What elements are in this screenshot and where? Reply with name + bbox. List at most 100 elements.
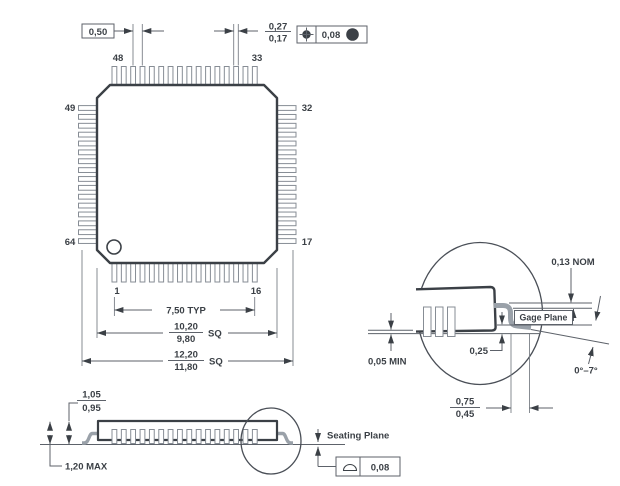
flatness-tolerance-frame: 0,08 [335, 456, 401, 477]
flatness-tolerance-value: 0,08 [371, 463, 390, 474]
overall-size-max: 12,20 [174, 350, 198, 361]
pin [78, 176, 99, 182]
pin [78, 193, 99, 200]
pin [214, 429, 221, 444]
pin [111, 66, 118, 87]
gage-plane-label: Gage Plane [520, 313, 568, 323]
pin [205, 66, 211, 87]
pin [276, 229, 297, 236]
pin [167, 262, 174, 283]
pin [78, 140, 99, 147]
pin [276, 167, 297, 173]
pin [78, 113, 99, 120]
pin [233, 429, 239, 444]
pin-label-1: 1 [114, 286, 120, 297]
body-thickness-min: 0,95 [82, 403, 101, 414]
pin [78, 149, 99, 156]
left-pins [78, 105, 99, 244]
pin [130, 429, 137, 444]
package-side-view [40, 407, 345, 475]
pin [78, 158, 99, 165]
pin1-indicator [106, 239, 122, 255]
pitch-dim-value: 0,50 [89, 27, 108, 38]
standoff-dim: 0,05 MIN [368, 357, 407, 368]
side-lead-bars [111, 429, 258, 444]
pin [78, 167, 99, 173]
pin [242, 429, 249, 444]
gage-plane-box [514, 310, 573, 325]
pin [276, 149, 297, 156]
overall-size-min: 11,80 [174, 362, 197, 373]
pin [276, 202, 297, 209]
pin [148, 66, 155, 87]
overall-height-dim: 1,20 MAX [65, 462, 108, 473]
pin [158, 429, 165, 444]
seating-plane-label: Seating Plane [327, 431, 389, 442]
foot-length-max: 0,75 [456, 397, 475, 408]
pin [276, 176, 297, 182]
pin [276, 105, 297, 111]
pin [276, 122, 297, 129]
pin [78, 122, 99, 129]
pin [186, 66, 193, 87]
pin [251, 66, 258, 87]
pin-label-32: 32 [302, 103, 313, 114]
pin [78, 202, 99, 209]
body-size-sq: SQ [208, 329, 222, 340]
pin [111, 429, 118, 444]
pin [111, 262, 118, 283]
package-top-view: 48 33 49 64 32 17 1 16 [65, 53, 313, 297]
pin [251, 429, 258, 444]
body-size-min: 9,80 [177, 334, 196, 345]
pin [195, 429, 202, 444]
bottom-pins [111, 262, 258, 283]
pin [195, 262, 202, 283]
right-gullwing-lead [275, 431, 293, 445]
lead-thickness-dim: 0,13 NOM [551, 257, 594, 268]
pin [148, 429, 155, 444]
body-size-max: 10,20 [174, 322, 198, 333]
pin [78, 229, 99, 236]
pin [78, 220, 99, 227]
pin [276, 113, 297, 120]
pin [177, 66, 183, 87]
pin [130, 262, 137, 283]
pin [223, 262, 230, 283]
pin [158, 262, 165, 283]
pin-span-dim: 7,50 TYP [166, 306, 206, 317]
pin [177, 262, 183, 283]
right-pins [276, 105, 297, 244]
gage-to-seating-dim: 0,25 [470, 346, 489, 357]
pin-label-48: 48 [113, 53, 124, 64]
pin-label-64: 64 [65, 237, 76, 248]
pin [158, 66, 165, 87]
top-dimensions: 0,50 0,27 0,17 0,08 [81, 22, 368, 66]
pin [214, 262, 221, 283]
detail-callout-circle [240, 407, 302, 475]
lead-width-min: 0,17 [269, 34, 288, 45]
foot-length-min: 0,45 [456, 409, 475, 420]
left-gullwing-lead [82, 431, 100, 445]
pin-label-33: 33 [252, 53, 263, 64]
pin [276, 158, 297, 165]
pin [148, 262, 155, 283]
pin [186, 262, 193, 283]
mmc-symbol-icon [346, 28, 359, 41]
pin [205, 429, 211, 444]
pin [78, 238, 99, 244]
pin [233, 262, 239, 283]
pin-label-16: 16 [251, 286, 262, 297]
pin [78, 105, 99, 111]
pin [276, 211, 297, 218]
pin [177, 429, 183, 444]
position-tolerance-frame: 0,08 [296, 25, 368, 44]
pin [242, 262, 249, 283]
pin [78, 211, 99, 218]
pin [242, 66, 249, 87]
pin [195, 66, 202, 87]
package-body [95, 83, 279, 265]
flatness-symbol-icon [342, 463, 358, 472]
overall-size-sq: SQ [209, 357, 223, 368]
pin [276, 140, 297, 147]
